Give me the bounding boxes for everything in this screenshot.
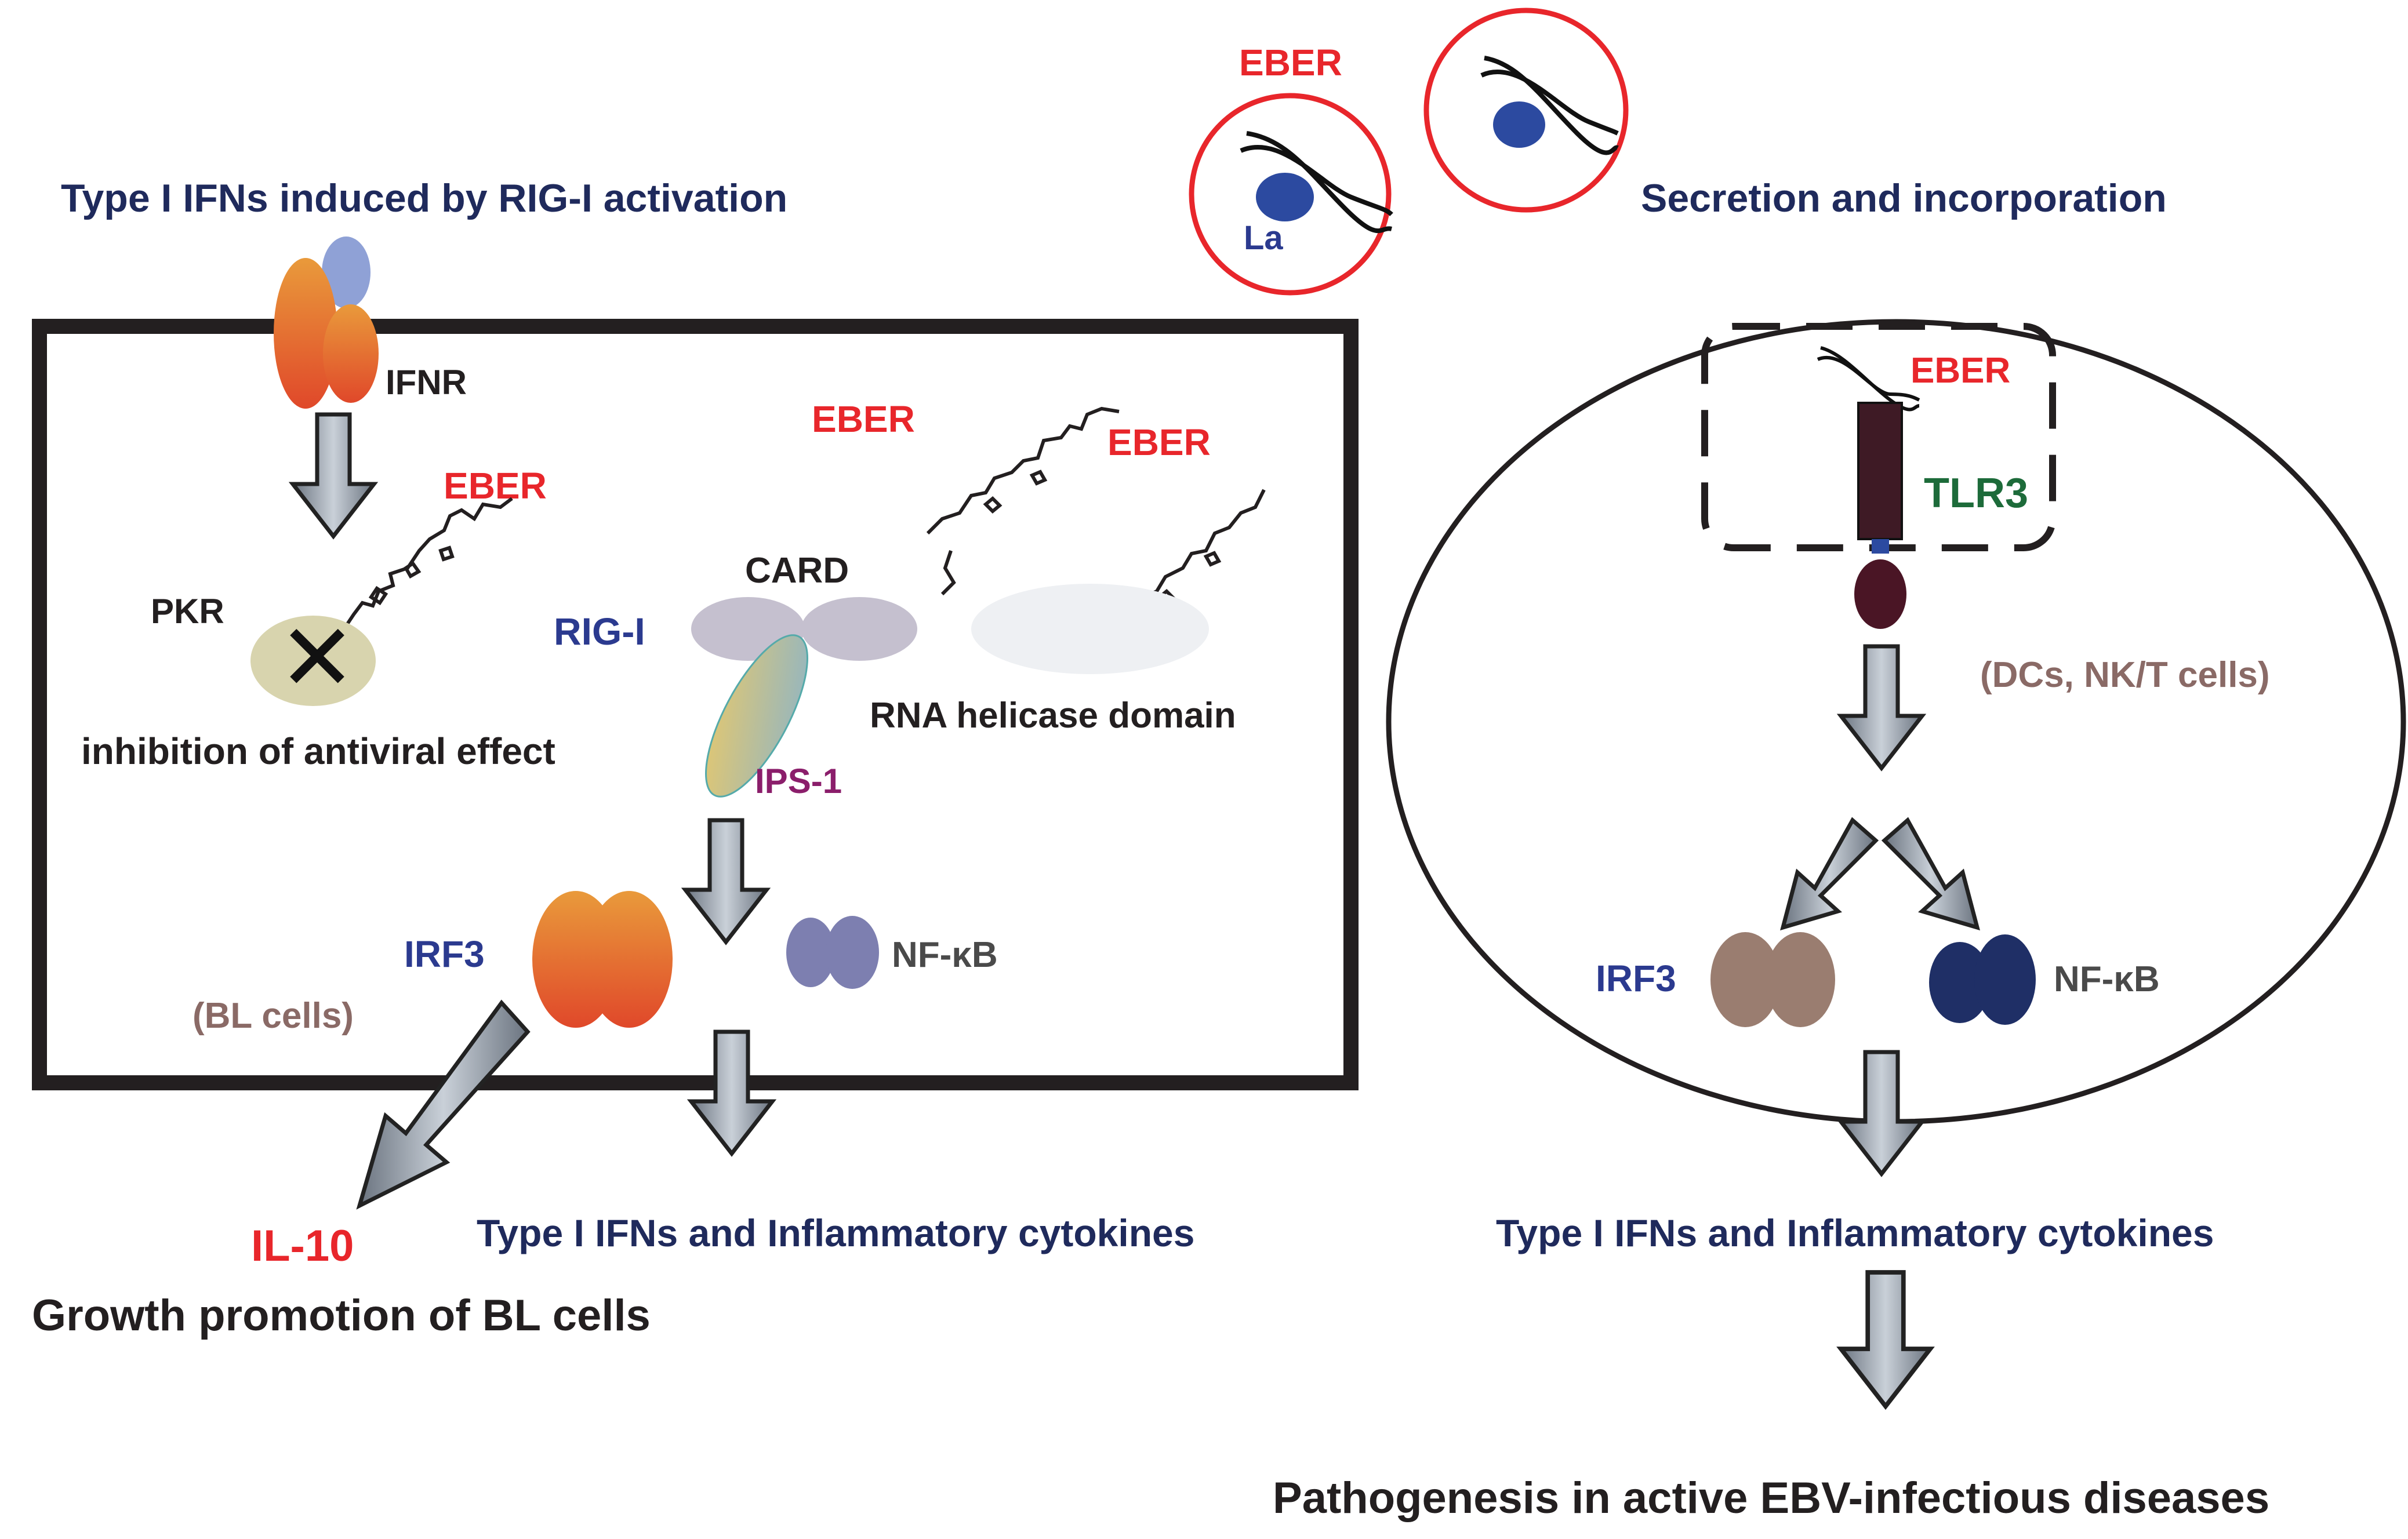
ifnr-receptor [274, 237, 379, 409]
pkr-label: PKR [151, 592, 224, 631]
card-domain-2 [801, 597, 917, 661]
eber-strand-3 [1484, 56, 1619, 155]
eber-strand-5 [1820, 346, 1920, 412]
nfkb-protein-left [786, 916, 879, 989]
irf3-label-left: IRF3 [404, 933, 485, 975]
irf3-down-arrow [691, 1032, 772, 1154]
bl-cells-label: (BL cells) [193, 996, 354, 1036]
card-label: CARD [745, 551, 849, 591]
secretion-label: Secretion and incorporation [1641, 176, 2167, 220]
tlr3-membrane-anchor [1872, 539, 1889, 554]
exosome-2 [1423, 8, 1629, 213]
la-protein-1 [1256, 173, 1314, 221]
eber-rig-label-2: EBER [1107, 421, 1211, 463]
eber-rig-label-1: EBER [812, 398, 915, 440]
irf3-label-right: IRF3 [1596, 958, 1676, 999]
il10-diagonal-arrow [356, 999, 531, 1210]
eber-strand-1 [1246, 131, 1392, 234]
eber-strand-2 [1240, 145, 1393, 216]
ifnr-down-arrow [293, 414, 374, 536]
la-label: La [1244, 219, 1283, 257]
right-split-arrow [1881, 817, 1980, 931]
cytokine-down-arrow [1841, 1052, 1922, 1174]
eber-strand-6 [1817, 356, 1920, 402]
eber-rna-structure-1 [323, 497, 513, 651]
output-label-right: Type I IFNs and Inflammatory cytokines [1496, 1211, 2214, 1254]
ifnr-label: IFNR [386, 363, 467, 402]
tlr3-down-arrow [1841, 646, 1922, 768]
eber-rna-structure-2 [926, 406, 1120, 596]
tlr3-label: TLR3 [1924, 470, 2028, 516]
eber-top-label: EBER [1239, 42, 1342, 83]
growth-label: Growth promotion of BL cells [32, 1291, 651, 1340]
inhibition-x-icon: ✕ [278, 606, 356, 710]
output-label-left: Type I IFNs and Inflammatory cytokines [477, 1211, 1194, 1254]
tlr3-tir-domain [1854, 559, 1906, 629]
tlr3-receptor [1857, 402, 1903, 540]
pkr-protein [250, 616, 376, 706]
eber-strand-4 [1480, 70, 1619, 136]
rig-label: RIG-I [554, 610, 645, 653]
nfkb-protein-right [1929, 934, 2036, 1025]
pathogenesis-label: Pathogenesis in active EBV-infectious di… [1273, 1473, 2269, 1523]
rig-down-arrow [685, 820, 767, 942]
ips-1-protein [705, 634, 808, 798]
irf3-protein-right [1710, 932, 1835, 1027]
irf3-protein-left [532, 891, 673, 1028]
left-split-arrow [1780, 817, 1879, 931]
nfkb-label-right: NF-κB [2054, 959, 2160, 999]
il10-label: IL-10 [251, 1221, 354, 1271]
helicase-label: RNA helicase domain [870, 696, 1236, 736]
left-header: Type I IFNs induced by RIG-I activation [61, 176, 787, 220]
bl-cell-box [32, 319, 1359, 1090]
helicase-domain [971, 584, 1209, 674]
exosome-1 [1189, 93, 1392, 296]
eber-pkr-label: EBER [444, 465, 547, 507]
pathogenesis-down-arrow [1841, 1272, 1930, 1406]
eber-tlr3-label: EBER [1911, 351, 2010, 391]
ips-label: IPS-1 [755, 762, 842, 801]
cell-types-label: (DCs, NK/T cells) [1980, 655, 2270, 695]
inhibition-label: inhibition of antiviral effect [81, 730, 555, 772]
la-protein-2 [1493, 101, 1545, 148]
nfkb-label-left: NF-κB [892, 935, 998, 975]
